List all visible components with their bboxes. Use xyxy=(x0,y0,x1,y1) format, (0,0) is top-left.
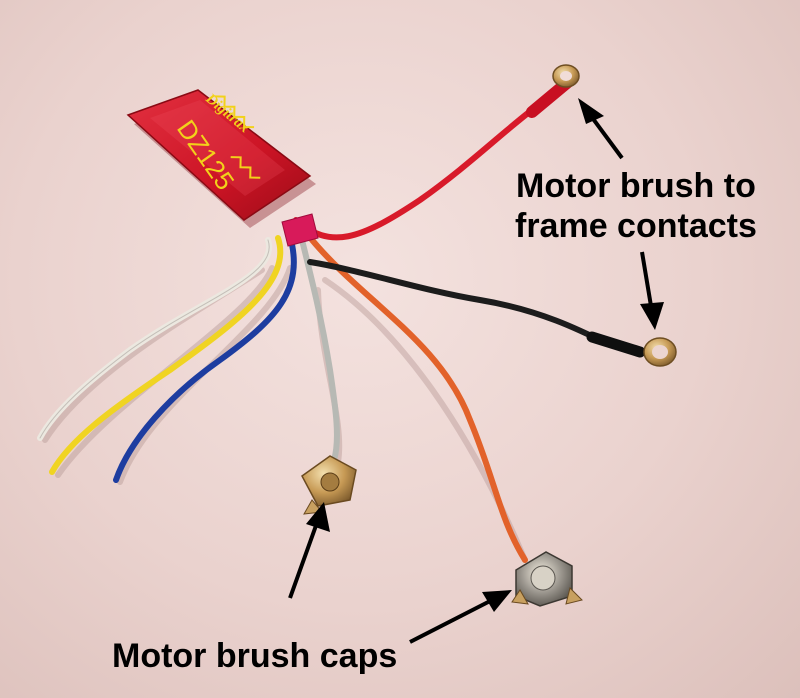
black-heatshrink xyxy=(586,331,646,358)
white-wire-edge xyxy=(39,239,270,439)
arrow-to-right-ring xyxy=(640,251,664,330)
black-wire xyxy=(307,259,613,348)
yellow-wire xyxy=(49,235,284,475)
brush-cap-right xyxy=(511,551,583,607)
frame-contacts-label-line2: frame contacts xyxy=(515,207,757,245)
frame-contacts-label: Motor brush to frame contacts xyxy=(515,166,757,246)
blue-wire xyxy=(113,233,297,483)
orange-wire xyxy=(305,232,528,563)
arrow-to-top-ring xyxy=(578,98,624,160)
frame-contact-ring-right xyxy=(643,337,677,367)
decoder-board xyxy=(126,89,316,228)
gray-wire xyxy=(297,229,340,463)
frame-contact-ring-top xyxy=(552,64,580,88)
brush-cap-left xyxy=(301,455,357,515)
wire-shadows xyxy=(42,265,528,563)
arrow-to-right-cap xyxy=(409,590,512,644)
frame-contacts-label-line1: Motor brush to xyxy=(516,167,756,205)
arrow-to-left-cap xyxy=(288,502,330,599)
brush-caps-label: Motor brush caps xyxy=(112,637,398,675)
bundle-sleeve xyxy=(281,213,319,247)
red-wire xyxy=(293,97,548,241)
